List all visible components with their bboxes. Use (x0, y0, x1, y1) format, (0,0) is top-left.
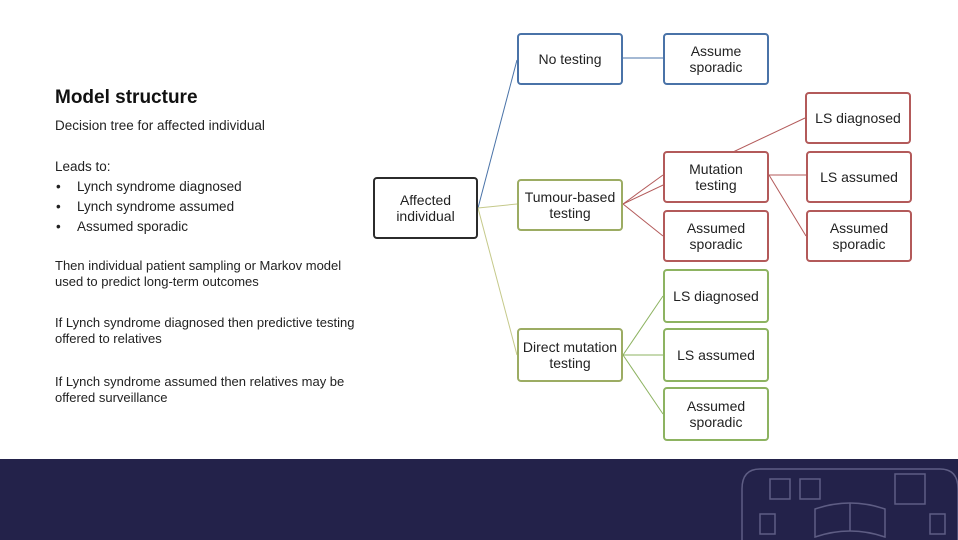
leads-to-list: Leads to: • Lynch syndrome diagnosed • Lyn… (55, 157, 242, 237)
node-no-testing[interactable]: No testing (517, 33, 623, 85)
node-tumour-based-testing[interactable]: Tumour-based testing (517, 179, 623, 231)
link-root-tumour (477, 203, 518, 209)
link-mutation-assumed (768, 174, 807, 237)
footer-band (0, 459, 958, 540)
link-root-no-testing (477, 59, 518, 209)
list-item-label: Lynch syndrome diagnosed (77, 179, 242, 194)
node-direct-mutation-testing[interactable]: Direct mutation testing (517, 328, 623, 382)
link-direct-lsdiag (622, 295, 664, 356)
leads-intro: Leads to: (55, 159, 111, 174)
node-mutation-ls-assumed[interactable]: LS assumed (806, 151, 912, 203)
node-mutation-assumed-sporadic[interactable]: Assumed sporadic (806, 210, 912, 262)
list-item-label: Assumed sporadic (77, 219, 189, 234)
bullet-icon: • (56, 219, 61, 234)
node-assume-sporadic[interactable]: Assume sporadic (663, 33, 769, 85)
bullet-icon: • (56, 179, 61, 194)
node-direct-ls-diagnosed[interactable]: LS diagnosed (663, 269, 769, 323)
link-tumour-mutation (622, 174, 664, 205)
node-direct-assumed-sporadic[interactable]: Assumed sporadic (663, 387, 769, 441)
list-item: • Lynch syndrome assumed (55, 197, 242, 217)
page-title: Model structure (55, 87, 198, 108)
link-root-direct (477, 207, 518, 356)
bullet-icon: • (56, 199, 61, 214)
predictive-paragraph: If Lynch syndrome diagnosed then predict… (55, 315, 355, 346)
node-affected-individual[interactable]: Affected individual (373, 177, 478, 239)
sampling-paragraph: Then individual patient sampling or Mark… (55, 258, 342, 289)
link-tumour-assumed (622, 203, 664, 237)
node-direct-ls-assumed[interactable]: LS assumed (663, 328, 769, 382)
list-item-label: Lynch syndrome assumed (77, 199, 235, 214)
list-item: • Assumed sporadic (55, 217, 242, 237)
university-crest-icon (741, 468, 958, 540)
list-item: • Lynch syndrome diagnosed (55, 177, 242, 197)
node-mutation-testing[interactable]: Mutation testing (663, 151, 769, 203)
link-direct-assumed (622, 354, 664, 415)
node-tumour-ls-diagnosed[interactable]: LS diagnosed (805, 92, 911, 144)
node-tumour-assumed-sporadic[interactable]: Assumed sporadic (663, 210, 769, 262)
surveillance-paragraph: If Lynch syndrome assumed then relatives… (55, 374, 345, 405)
page-subtitle: Decision tree for affected individual (55, 118, 265, 133)
